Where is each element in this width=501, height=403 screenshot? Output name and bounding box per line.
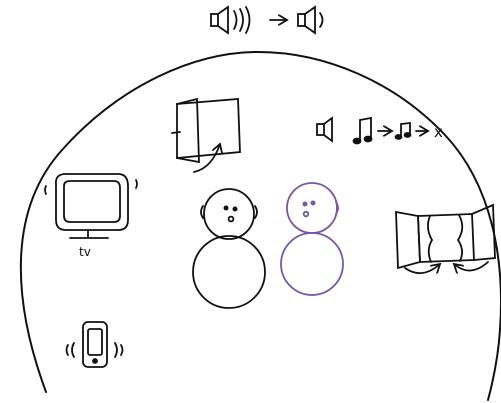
phone-icon [65,321,124,368]
speaker-icon [316,116,333,143]
speaker-quiet-icon [297,5,324,35]
music-notes-small-icon [394,121,412,140]
tv-icon: tv [44,173,138,259]
volume-down-icon [210,5,324,35]
door-icon [171,97,241,173]
music-notes-icon [352,116,373,145]
speaker-loud-icon [210,5,251,35]
mute-label: x [434,123,443,141]
music-stop-icon: x [316,116,443,145]
tv-label: tv [79,245,91,259]
room-outline [19,50,501,401]
person-purple [280,182,344,296]
curtains-icon [395,203,496,273]
person-black [192,188,266,309]
